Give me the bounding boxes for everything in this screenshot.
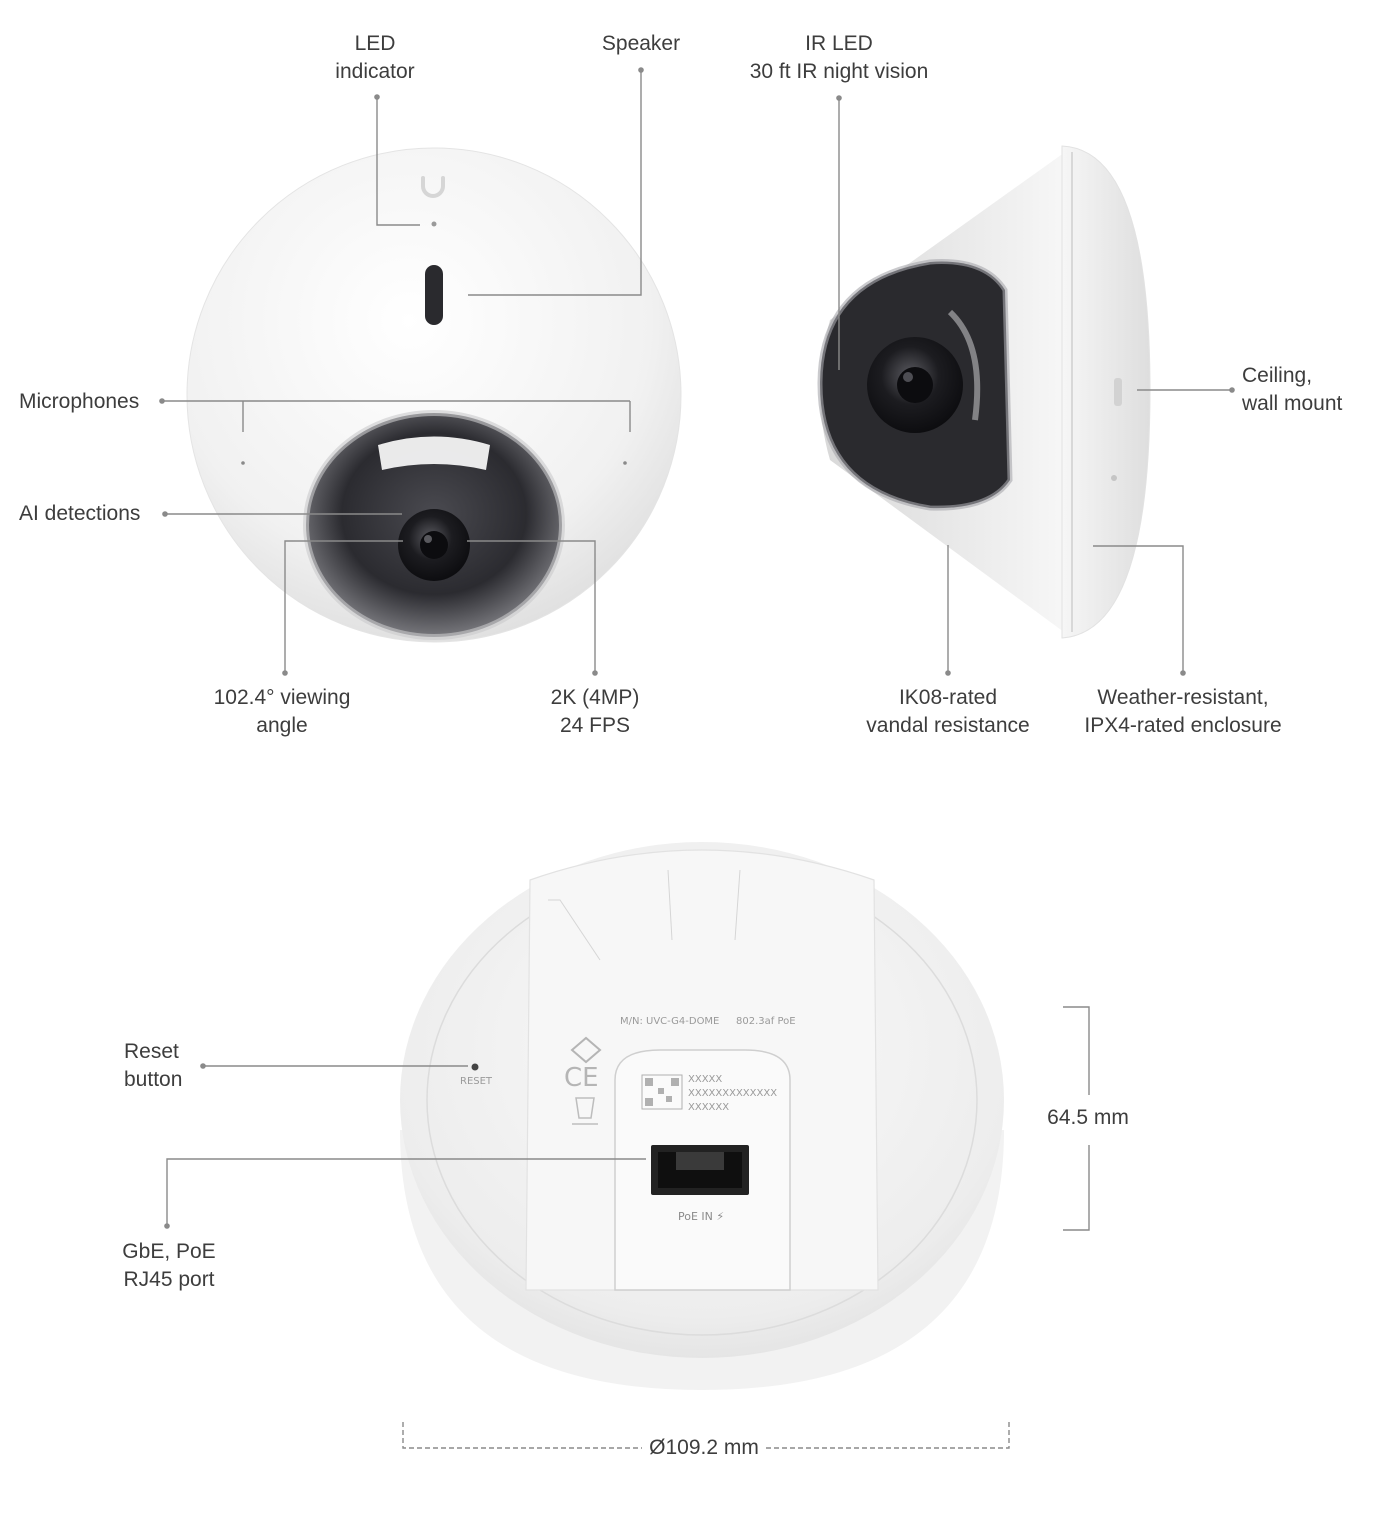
device-serial-mid: XXXXXX [688, 1102, 729, 1113]
rcm-mark-icon [570, 1036, 602, 1064]
device-serial-short: XXXXX [688, 1074, 722, 1085]
front-view-camera [186, 147, 682, 643]
qr-code-icon [641, 1074, 683, 1110]
leader-lines [162, 70, 1232, 1449]
label-diameter-dimension: Ø109.2 mm [649, 1436, 759, 1459]
side-view-camera [817, 145, 1151, 639]
mic-hole-left [241, 461, 245, 465]
reset-pinhole [471, 1063, 479, 1071]
speaker-slot [425, 265, 443, 325]
mic-hole-right [623, 461, 627, 465]
label-weather-resistant: Weather-resistant,IPX4-rated enclosure [1084, 686, 1282, 737]
led-dot [431, 221, 437, 227]
device-model-text: M/N: UVC-G4-DOME [620, 1016, 719, 1027]
label-height-dimension: 64.5 mm [1047, 1106, 1129, 1129]
ubiquiti-logo-icon [421, 176, 445, 198]
mount-slot [1114, 378, 1122, 406]
device-ce-mark: CE [564, 1063, 599, 1093]
leader-dots [159, 67, 1235, 1229]
weee-bin-icon [572, 1097, 598, 1125]
label-ceiling-mount: Ceiling,wall mount [1242, 364, 1343, 415]
label-microphones: Microphones [19, 390, 140, 413]
device-poe-text: PoE IN ⚡ [678, 1210, 724, 1223]
label-speaker: Speaker [601, 32, 681, 55]
device-serial-long: XXXXXXXXXXXXX [688, 1088, 777, 1099]
device-rating-text: 802.3af PoE [736, 1016, 796, 1027]
device-reset-text: RESET [460, 1076, 493, 1087]
back-view-camera: RESET PoE IN ⚡ M/N: UVC-G4-DOME 802.3af … [400, 842, 1004, 1390]
label-ai-detections: AI detections [19, 502, 141, 525]
label-resolution: 2K (4MP)24 FPS [550, 686, 640, 737]
